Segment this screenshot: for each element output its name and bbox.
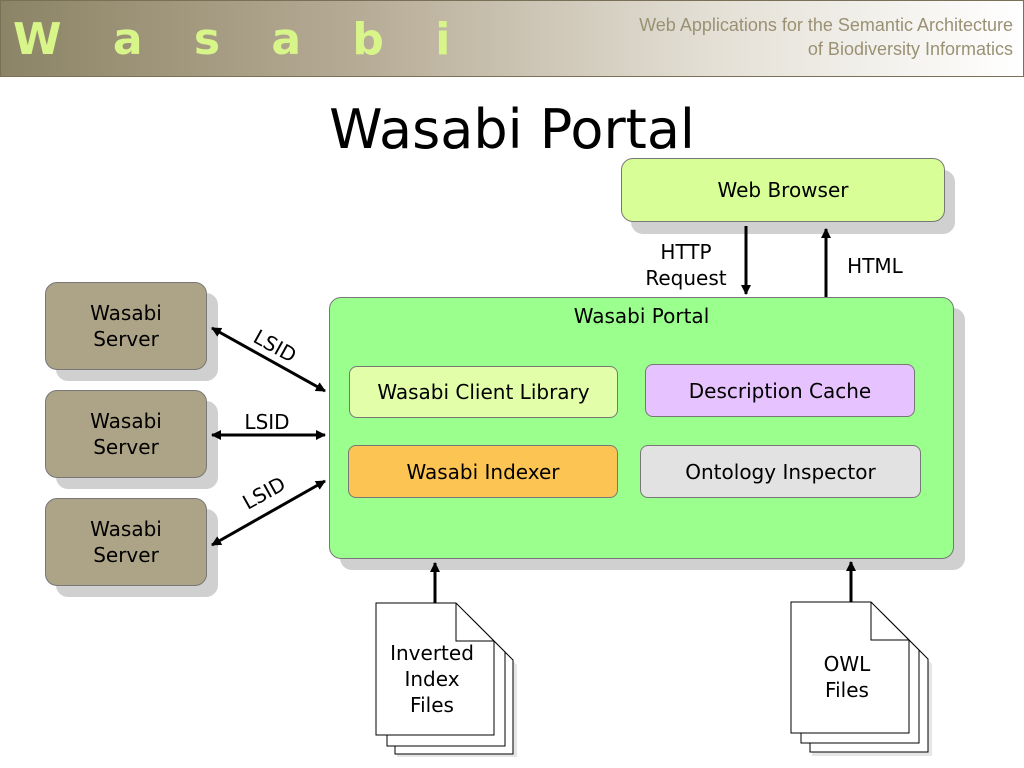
inverted-index-files-stack <box>375 602 517 757</box>
tagline: Web Applications for the Semantic Archit… <box>639 13 1013 61</box>
indexer-label: Wasabi Indexer <box>406 459 560 484</box>
web-browser-label: Web Browser <box>717 178 849 202</box>
description-cache-label: Description Cache <box>688 378 872 403</box>
lsid-label-1: LSID <box>249 325 300 368</box>
lsid-label-3: LSID <box>238 472 289 515</box>
lsid-arrow-1 <box>211 326 326 393</box>
http-request-line-2: Request <box>645 266 727 290</box>
owl-files-line-2: Files <box>825 678 869 702</box>
wasabi-server-1: Wasabi Server <box>45 282 207 370</box>
wasabi-server-3: Wasabi Server <box>45 498 207 586</box>
web-browser-node: Web Browser <box>621 158 945 222</box>
inverted-index-files-label: Inverted Index Files <box>376 640 488 718</box>
inverted-index-line-2: Index <box>404 667 460 691</box>
owl-files-stack <box>790 601 932 756</box>
client-library-label: Wasabi Client Library <box>377 380 590 404</box>
tagline-line-1: Web Applications for the Semantic Archit… <box>639 15 1013 35</box>
ontology-inspector-node: Ontology Inspector <box>640 445 921 498</box>
wasabi-server-2: Wasabi Server <box>45 390 207 478</box>
http-request-label: HTTP Request <box>636 239 736 291</box>
tagline-line-2: of Biodiversity Informatics <box>807 39 1013 59</box>
header-banner: W a s a b i Web Applications for the Sem… <box>0 0 1024 77</box>
http-request-line-1: HTTP <box>660 240 712 264</box>
server-1-line-2: Server <box>93 327 159 351</box>
description-cache-node: Description Cache <box>645 364 915 417</box>
brand-logo: W a s a b i <box>13 14 469 65</box>
server-1-line-1: Wasabi <box>90 301 162 325</box>
wasabi-portal-container: Wasabi Portal <box>329 297 954 559</box>
owl-files-line-1: OWL <box>823 652 871 676</box>
lsid-arrow-3 <box>211 479 326 547</box>
portal-label: Wasabi Portal <box>573 304 710 328</box>
indexer-node: Wasabi Indexer <box>348 445 618 498</box>
owl-files-label: OWL Files <box>791 651 903 703</box>
server-2-line-2: Server <box>93 435 159 459</box>
server-3-line-2: Server <box>93 543 159 567</box>
client-library-node: Wasabi Client Library <box>349 366 618 418</box>
ontology-inspector-label: Ontology Inspector <box>685 459 876 484</box>
lsid-label-2: LSID <box>244 410 290 434</box>
server-2-line-1: Wasabi <box>90 409 162 433</box>
server-3-line-1: Wasabi <box>90 517 162 541</box>
inverted-index-line-1: Inverted <box>390 641 474 665</box>
inverted-index-line-3: Files <box>410 693 454 717</box>
slide-title: Wasabi Portal <box>329 98 695 161</box>
html-label: HTML <box>847 254 903 278</box>
